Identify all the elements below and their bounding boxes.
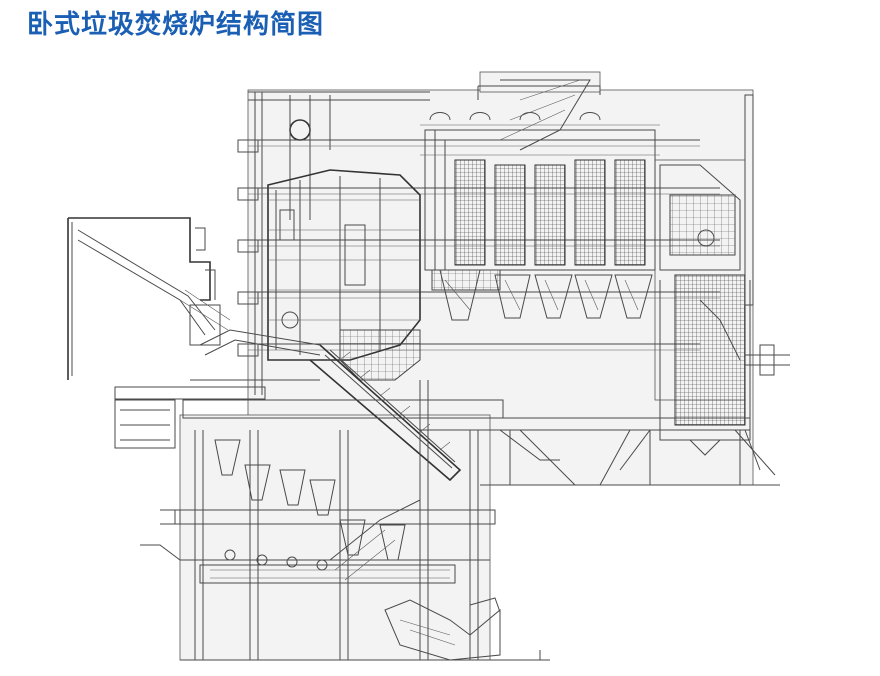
slag-conveyor (199, 564, 501, 661)
tube-banks (420, 112, 660, 271)
ash-hoppers (431, 269, 653, 321)
lower-structure (114, 386, 780, 561)
grate (190, 329, 462, 482)
economizer (659, 94, 790, 456)
page-title: 卧式垃圾焚烧炉结构简图 (27, 10, 325, 40)
feed-hopper (67, 217, 231, 380)
columns (180, 380, 550, 661)
furnace-chamber (267, 169, 421, 381)
stairs (329, 79, 741, 581)
